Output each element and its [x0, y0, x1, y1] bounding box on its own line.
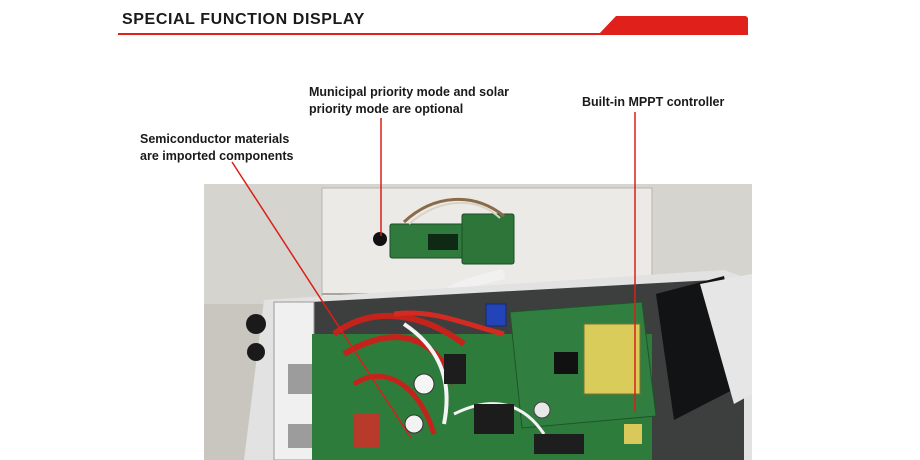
callout-priority-mode: Municipal priority mode and solar priori… [309, 84, 509, 118]
callout-semiconductor: Semiconductor materials are imported com… [140, 131, 294, 165]
callout-line: are imported components [140, 149, 294, 163]
callout-line: priority mode are optional [309, 102, 464, 116]
inverter-photo-illustration [204, 184, 752, 460]
leader-line-semiconductor [231, 161, 412, 439]
callout-line: Semiconductor materials [140, 132, 290, 146]
header-divider [118, 33, 748, 35]
callout-line: Built-in MPPT controller [582, 95, 725, 109]
callout-line: Municipal priority mode and solar [309, 85, 510, 99]
inverter-internals-photo [204, 184, 752, 460]
section-title: SPECIAL FUNCTION DISPLAY [122, 11, 365, 28]
callout-mppt: Built-in MPPT controller [582, 94, 724, 111]
header-accent-tab [598, 16, 748, 35]
